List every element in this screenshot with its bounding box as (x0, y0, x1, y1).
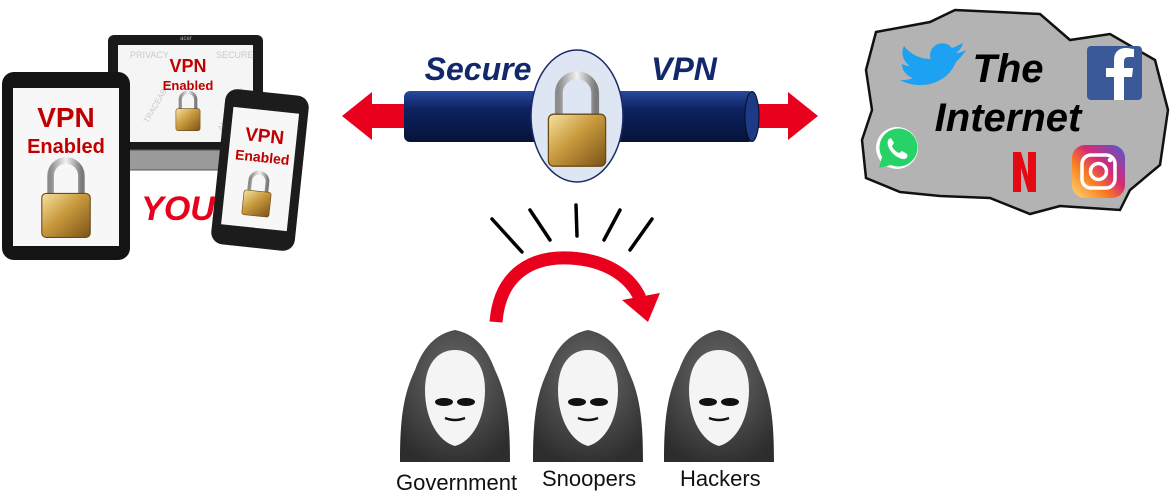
left-arrow-icon (342, 92, 410, 140)
tablet-device: VPN Enabled (2, 72, 130, 260)
phone-device: VPN Enabled (211, 89, 309, 251)
netflix-icon (1013, 152, 1036, 192)
right-arrow-icon (748, 92, 818, 140)
alert-lines-icon (490, 203, 654, 254)
watermark-secure: SECURE (216, 50, 254, 60)
government-figure-icon (400, 330, 510, 462)
internet-cloud: The Internet (860, 8, 1170, 216)
hackers-figure-icon (664, 330, 774, 462)
secure-label: Secure (425, 51, 532, 87)
tablet-vpn-text: VPN (37, 102, 95, 133)
snoopers-figure-icon (533, 330, 643, 462)
bypass-arrow-icon (489, 251, 660, 323)
you-label: YOU (141, 190, 216, 228)
whatsapp-icon (876, 127, 918, 169)
facebook-icon (1087, 46, 1142, 100)
laptop-vpn-text: VPN (169, 56, 206, 76)
laptop-enabled-text: Enabled (163, 78, 214, 93)
hackers-label: Hackers (680, 466, 761, 491)
watermark-privacy: PRIVACY (130, 50, 169, 60)
twitter-icon (900, 43, 966, 86)
snoopers-label: Snoopers (542, 466, 637, 491)
instagram-icon (1072, 145, 1125, 198)
tablet-enabled-text: Enabled (27, 136, 105, 158)
vpn-label: VPN (651, 51, 718, 87)
phone-vpn-text: VPN (244, 124, 285, 149)
internet-line1: The (972, 47, 1043, 91)
laptop-brand: acer (180, 36, 192, 42)
internet-line2: Internet (935, 96, 1083, 140)
phone-enabled-text: Enabled (234, 146, 290, 168)
government-label: Government (396, 470, 518, 495)
vpn-tunnel: Secure VPN (342, 49, 818, 183)
